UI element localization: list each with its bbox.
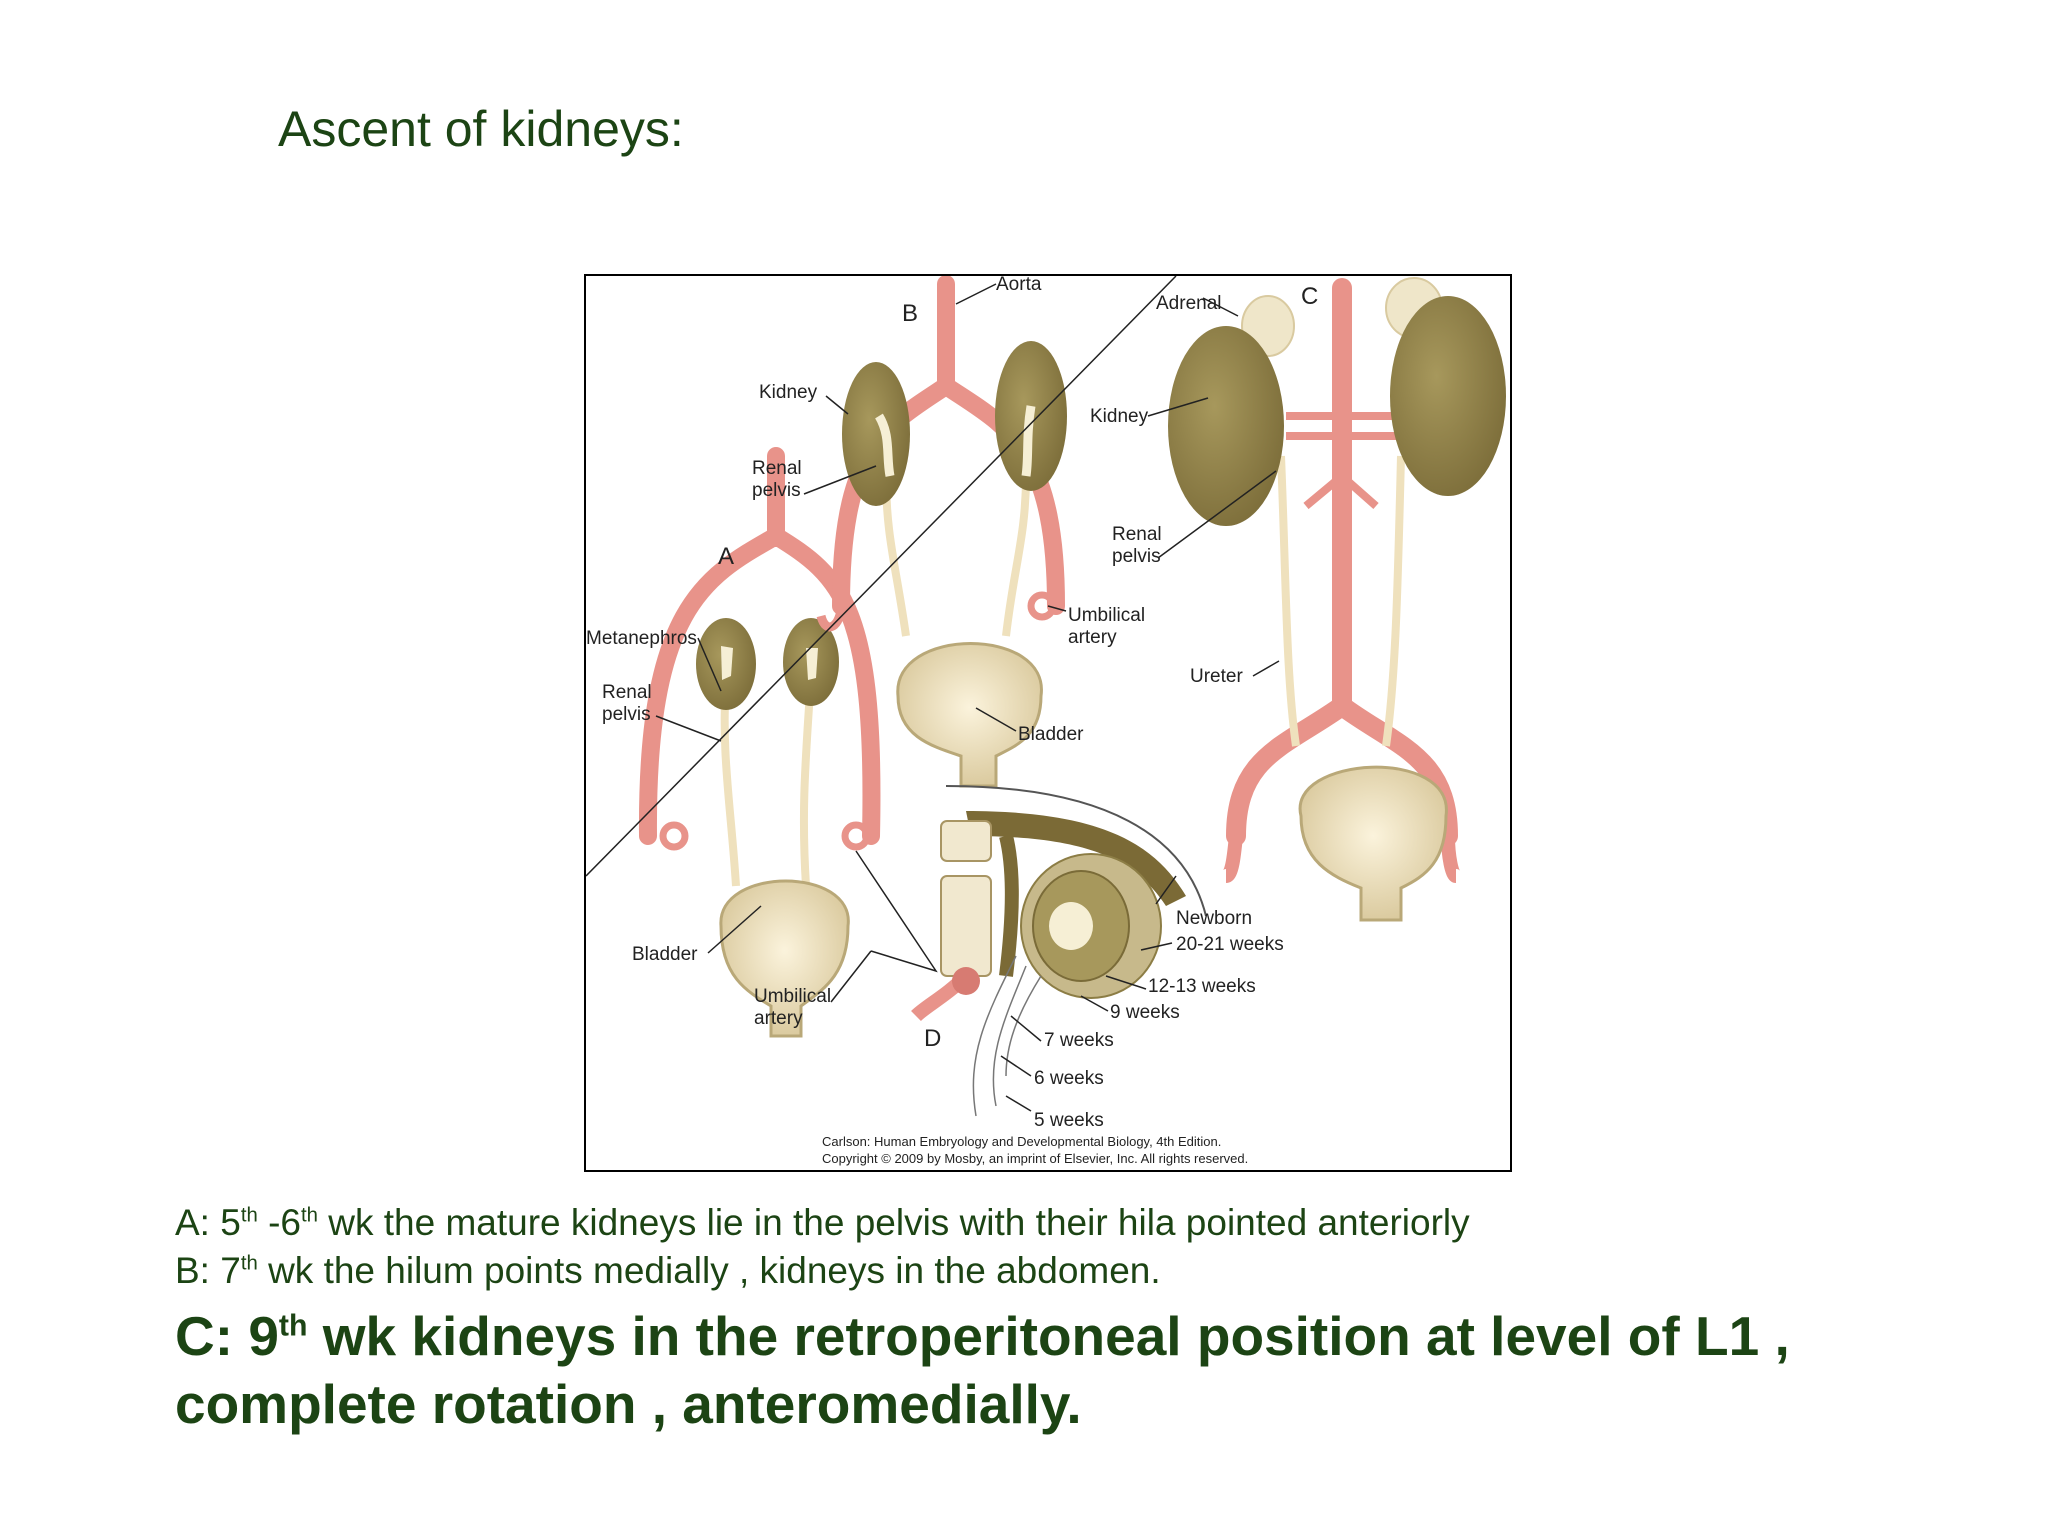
- kidney-ascent-diagram: B A C D Aorta Kidney Renal pelvis Metane…: [586, 276, 1506, 1166]
- figure-credit-line-2: Copyright © 2009 by Mosby, an imprint of…: [822, 1151, 1248, 1166]
- panel-a-letter: A: [718, 543, 734, 570]
- panel-c-kidney-left: [1168, 326, 1284, 526]
- label-renal-a2: pelvis: [602, 704, 651, 725]
- kidney-ascent-figure: B A C D Aorta Kidney Renal pelvis Metane…: [584, 274, 1512, 1172]
- label-renal-b1: Renal: [752, 458, 802, 479]
- label-umb-a2: artery: [754, 1008, 803, 1029]
- label-aorta: Aorta: [996, 276, 1042, 295]
- caption-line-b: B: 7th wk the hilum points medially , ki…: [175, 1250, 1161, 1291]
- label-metanephros: Metanephros: [586, 628, 697, 649]
- panel-c-kidney-right: [1390, 296, 1506, 496]
- figure-credit-line-1: Carlson: Human Embryology and Developmen…: [822, 1134, 1221, 1149]
- caption-line-c-continued: complete rotation , anteromedially.: [175, 1373, 1082, 1435]
- label-9-weeks: 9 weeks: [1110, 1002, 1180, 1023]
- label-renal-a1: Renal: [602, 682, 652, 703]
- label-7-weeks: 7 weeks: [1044, 1030, 1114, 1051]
- label-kidney-b: Kidney: [759, 382, 818, 403]
- panel-c-letter: C: [1301, 283, 1318, 310]
- label-adrenal: Adrenal: [1156, 293, 1222, 314]
- leader-lines: [586, 276, 1280, 1112]
- caption-line-a: A: 5th -6th wk the mature kidneys lie in…: [175, 1202, 1470, 1243]
- panel-b-kidney-left: [842, 362, 910, 506]
- panel-a-bladder: [719, 879, 850, 1038]
- panel-c-drawing: [1168, 277, 1506, 922]
- panel-d-drawing: [911, 785, 1207, 1117]
- label-12-13-weeks: 12-13 weeks: [1148, 976, 1256, 997]
- label-renal-b2: pelvis: [752, 480, 801, 501]
- panel-b-letter: B: [902, 300, 918, 327]
- label-5-weeks: 5 weeks: [1034, 1110, 1104, 1131]
- label-kidney-c: Kidney: [1090, 406, 1149, 427]
- label-renal-c1: Renal: [1112, 524, 1162, 545]
- panel-b-bladder: [896, 642, 1043, 788]
- label-20-21-weeks: 20-21 weeks: [1176, 934, 1284, 955]
- panel-d-spine: [966, 811, 1186, 906]
- panel-d-letter: D: [924, 1025, 941, 1052]
- label-bladder-a: Bladder: [632, 944, 698, 965]
- panel-a-aorta: [638, 447, 881, 845]
- label-ureter: Ureter: [1190, 666, 1243, 687]
- caption-line-c: C: 9th wk kidneys in the retroperitoneal…: [175, 1305, 1790, 1367]
- label-umb-b1: Umbilical: [1068, 605, 1145, 626]
- panel-a-drawing: [638, 447, 881, 1038]
- panel-b-drawing: [816, 276, 1067, 788]
- label-umb-b2: artery: [1068, 627, 1117, 648]
- label-6-weeks: 6 weeks: [1034, 1068, 1104, 1089]
- panel-c-bladder: [1298, 765, 1448, 922]
- slide-title: Ascent of kidneys:: [278, 101, 684, 157]
- label-newborn: Newborn: [1176, 908, 1252, 929]
- label-umb-a1: Umbilical: [754, 986, 831, 1007]
- label-bladder-b: Bladder: [1018, 724, 1084, 745]
- label-renal-c2: pelvis: [1112, 546, 1161, 567]
